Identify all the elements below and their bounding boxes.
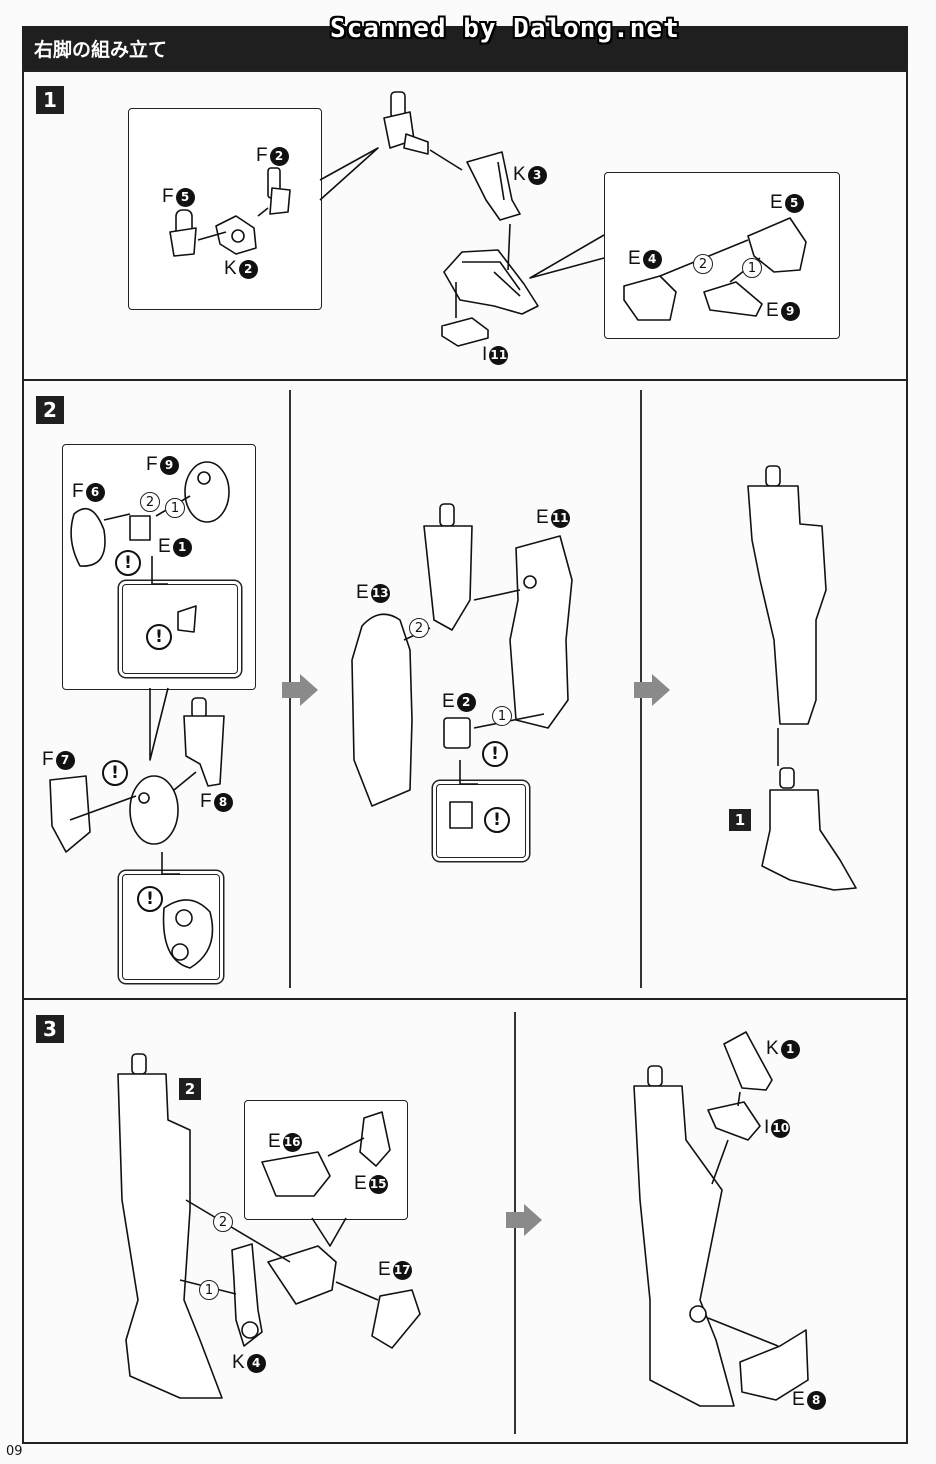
section-title: 右脚の組み立て xyxy=(34,39,168,61)
part-armor-step3 xyxy=(267,1245,337,1305)
caution-icon: ! xyxy=(484,807,510,833)
part-k4 xyxy=(231,1243,263,1347)
order-marker: 1 xyxy=(742,258,762,278)
order-marker: 1 xyxy=(199,1280,219,1300)
part-i11 xyxy=(441,317,489,347)
instruction-frame xyxy=(22,70,908,1444)
caution-icon: ! xyxy=(482,741,508,767)
part-f8 xyxy=(183,697,225,787)
step-2-panel xyxy=(22,381,908,1000)
foot-assembled xyxy=(761,767,857,891)
part-e8 xyxy=(739,1329,809,1401)
part-k2 xyxy=(215,215,257,255)
next-arrow-icon xyxy=(506,1204,542,1236)
part-k1 xyxy=(723,1031,773,1091)
order-marker: 2 xyxy=(409,618,429,638)
part-f9 xyxy=(184,461,230,523)
part-f6 xyxy=(70,507,106,567)
leg-step3-final xyxy=(633,1065,735,1407)
page-number: 09 xyxy=(6,1444,23,1459)
order-marker: 2 xyxy=(693,254,713,274)
next-arrow-icon xyxy=(634,674,670,706)
caution-icon: ! xyxy=(102,760,128,786)
step-2-number: 2 xyxy=(36,396,64,424)
part-k3 xyxy=(466,151,521,221)
step-1-number: 1 xyxy=(36,86,64,114)
leg-step3 xyxy=(117,1053,223,1399)
part-f7 xyxy=(49,775,91,853)
part-e13 xyxy=(351,613,413,807)
leg-assembled xyxy=(747,465,827,725)
part-e1 xyxy=(129,515,151,541)
part-e11 xyxy=(509,535,573,729)
callout-pointer-3 xyxy=(149,687,169,761)
step-1-panel xyxy=(22,70,908,381)
part-e4 xyxy=(623,275,677,321)
joint-part-top xyxy=(383,91,429,155)
caution-icon: ! xyxy=(115,550,141,576)
part-e17 xyxy=(371,1289,421,1349)
step-3-number: 3 xyxy=(36,1015,64,1043)
callout-pointer-6 xyxy=(459,760,478,785)
order-marker: 1 xyxy=(165,498,185,518)
inset-e2-detail xyxy=(449,801,473,829)
part-i10 xyxy=(707,1101,761,1141)
part-f2 xyxy=(267,167,291,215)
inset-small-peg xyxy=(177,605,197,633)
caution-icon: ! xyxy=(146,624,172,650)
leg-upper xyxy=(423,503,473,631)
part-e2 xyxy=(443,717,471,749)
part-e9 xyxy=(703,281,763,317)
part-f5 xyxy=(169,209,197,257)
callout-pointer-5 xyxy=(161,852,180,875)
step-2-detail-top-inset xyxy=(122,584,238,674)
scan-watermark: Scanned by Dalong.net xyxy=(330,14,680,44)
part-f7-round xyxy=(129,775,179,845)
step-reference-badge: 2 xyxy=(179,1078,201,1100)
part-e5 xyxy=(747,217,807,273)
section-header: 右脚の組み立て xyxy=(22,26,908,70)
foot-base xyxy=(443,249,539,315)
order-marker: 1 xyxy=(492,706,512,726)
callout-pointer-7 xyxy=(311,1217,347,1247)
next-arrow-icon xyxy=(282,674,318,706)
callout-pointer-4 xyxy=(151,556,168,585)
order-marker: 2 xyxy=(140,492,160,512)
order-marker: 2 xyxy=(213,1212,233,1232)
part-e15 xyxy=(359,1111,391,1167)
step-1-detail-left xyxy=(128,108,322,310)
step-2-detail-middle-inset xyxy=(436,784,526,858)
callout-pointer-1 xyxy=(319,147,379,201)
part-e16 xyxy=(261,1151,331,1197)
callout-pointer-2 xyxy=(529,234,605,279)
inset-hole-part xyxy=(162,899,214,969)
step-reference-badge: 1 xyxy=(729,809,751,831)
caution-icon: ! xyxy=(137,886,163,912)
